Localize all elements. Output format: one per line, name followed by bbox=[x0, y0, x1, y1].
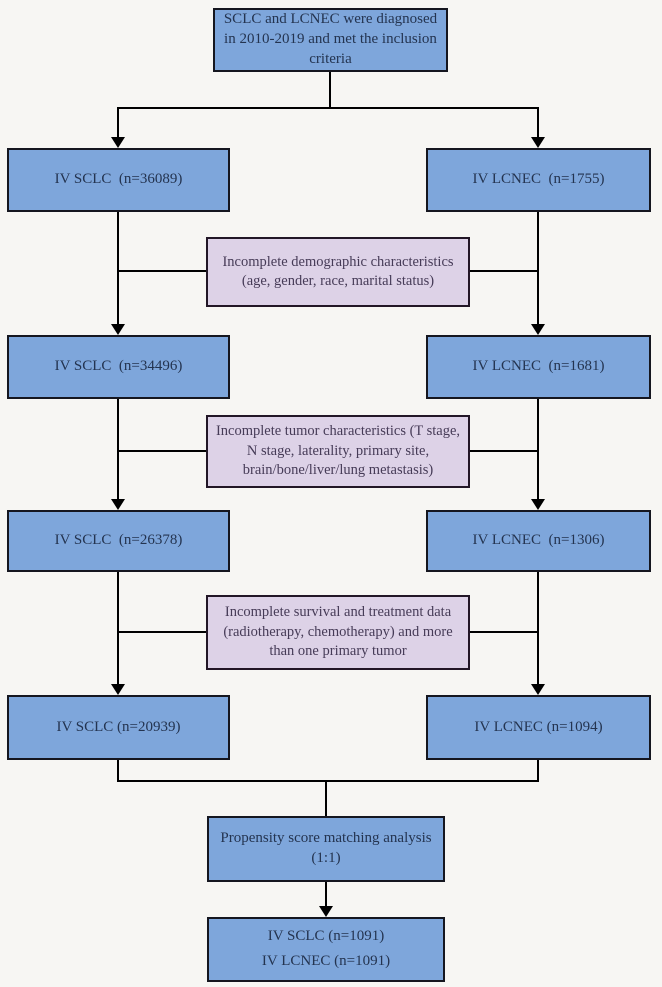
arrowhead-down-icon bbox=[531, 324, 545, 335]
connector-line bbox=[117, 780, 539, 782]
arrowhead-down-icon bbox=[531, 684, 545, 695]
connector-line bbox=[325, 882, 327, 908]
connector-line bbox=[537, 399, 539, 500]
arrowhead-down-icon bbox=[319, 906, 333, 917]
arrowhead-down-icon bbox=[111, 684, 125, 695]
lcnec-initial-label: IV LCNEC (n=1755) bbox=[472, 171, 605, 188]
connector-line bbox=[329, 72, 331, 108]
connector-line bbox=[117, 212, 119, 325]
connector-line bbox=[117, 572, 119, 685]
connector-line bbox=[117, 450, 207, 452]
connector-line bbox=[537, 760, 539, 782]
arrowhead-down-icon bbox=[111, 137, 125, 148]
connector-line bbox=[117, 631, 207, 633]
inclusion-criteria-box: SCLC and LCNEC were diagnosed in 2010-20… bbox=[213, 8, 448, 72]
sclc-initial-box: IV SCLC (n=36089) bbox=[7, 148, 230, 212]
final-lcnec-label: IV LCNEC (n=1091) bbox=[261, 953, 391, 970]
sclc-after-demographic-label: IV SCLC (n=34496) bbox=[54, 358, 183, 375]
sclc-initial-label: IV SCLC (n=36089) bbox=[54, 171, 183, 188]
connector-line bbox=[117, 107, 119, 139]
connector-line bbox=[537, 572, 539, 685]
arrowhead-down-icon bbox=[111, 324, 125, 335]
exclusion-demographic-box: Incomplete demographic characteristics (… bbox=[206, 237, 470, 307]
connector-line bbox=[117, 760, 119, 782]
connector-line bbox=[537, 107, 539, 139]
sclc-after-tumor-label: IV SCLC (n=26378) bbox=[54, 532, 183, 549]
psm-label-line1: Propensity score matching analysis bbox=[220, 830, 432, 847]
connector-line bbox=[117, 399, 119, 500]
arrowhead-down-icon bbox=[531, 137, 545, 148]
lcnec-after-tumor-label: IV LCNEC (n=1306) bbox=[472, 532, 605, 549]
sclc-after-survival-box: IV SCLC (n=20939) bbox=[7, 695, 230, 760]
lcnec-initial-box: IV LCNEC (n=1755) bbox=[426, 148, 651, 212]
exclusion-survival-label: Incomplete survival and treatment data (… bbox=[223, 604, 453, 660]
connector-line bbox=[537, 212, 539, 325]
sclc-after-tumor-box: IV SCLC (n=26378) bbox=[7, 510, 230, 572]
inclusion-criteria-label: SCLC and LCNEC were diagnosed in 2010-20… bbox=[223, 11, 438, 67]
connector-line bbox=[469, 270, 539, 272]
lcnec-after-demographic-box: IV LCNEC (n=1681) bbox=[426, 335, 651, 399]
exclusion-demographic-label: Incomplete demographic characteristics (… bbox=[222, 253, 454, 289]
final-matched-box: IV SCLC (n=1091) IV LCNEC (n=1091) bbox=[207, 917, 445, 982]
sclc-after-survival-label: IV SCLC (n=20939) bbox=[56, 718, 181, 735]
final-sclc-label: IV SCLC (n=1091) bbox=[267, 927, 385, 944]
connector-line bbox=[117, 270, 207, 272]
psm-box: Propensity score matching analysis (1:1) bbox=[207, 816, 445, 882]
lcnec-after-survival-box: IV LCNEC (n=1094) bbox=[426, 695, 651, 760]
psm-label-line2: (1:1) bbox=[311, 850, 341, 866]
exclusion-tumor-box: Incomplete tumor characteristics (T stag… bbox=[206, 415, 470, 488]
connector-line bbox=[469, 450, 539, 452]
exclusion-survival-box: Incomplete survival and treatment data (… bbox=[206, 595, 470, 670]
connector-line bbox=[325, 780, 327, 816]
arrowhead-down-icon bbox=[111, 499, 125, 510]
lcnec-after-survival-label: IV LCNEC (n=1094) bbox=[474, 718, 603, 735]
arrowhead-down-icon bbox=[531, 499, 545, 510]
lcnec-after-tumor-box: IV LCNEC (n=1306) bbox=[426, 510, 651, 572]
exclusion-tumor-label: Incomplete tumor characteristics (T stag… bbox=[215, 423, 461, 479]
lcnec-after-demographic-label: IV LCNEC (n=1681) bbox=[472, 358, 605, 375]
connector-line bbox=[469, 631, 539, 633]
sclc-after-demographic-box: IV SCLC (n=34496) bbox=[7, 335, 230, 399]
connector-line bbox=[117, 107, 539, 109]
